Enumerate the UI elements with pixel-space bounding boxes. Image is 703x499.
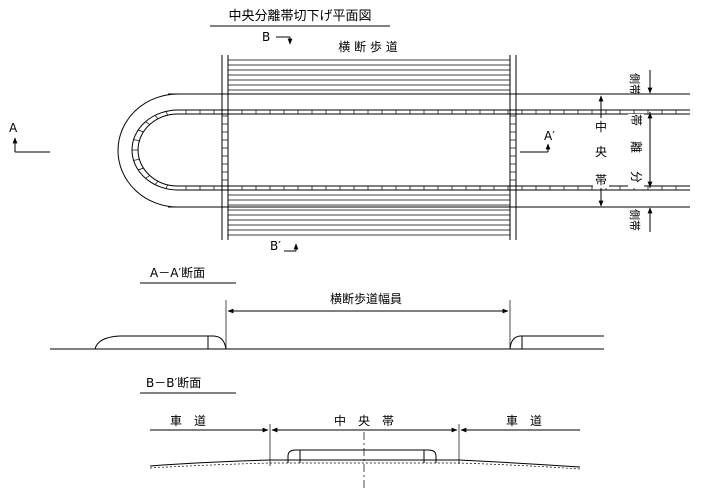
section-aa-curb-left xyxy=(94,335,227,350)
nose-tick xyxy=(165,184,168,189)
nose-tick xyxy=(154,180,159,185)
nose-tick xyxy=(138,129,144,133)
median-label-char-3: 帯 xyxy=(595,173,607,187)
section-aa-curb-right xyxy=(509,335,604,350)
separation-label-char-1: 帯 xyxy=(629,114,643,126)
nose-tick xyxy=(154,115,159,120)
section-bb-right-label: 車 道 xyxy=(506,414,542,428)
nose-tick xyxy=(138,167,144,171)
section-bb-title: B－B′断面 xyxy=(146,375,201,390)
separation-label-char-3: 分 xyxy=(629,171,643,183)
nose-ticks xyxy=(132,111,168,189)
nose-tick xyxy=(145,121,150,125)
section-aa-width-label-mask xyxy=(312,291,420,307)
section-bb-left-label: 車 道 xyxy=(170,414,206,428)
side-band-bottom-label: 側帯 xyxy=(628,209,641,231)
median-label-char-2: 央 xyxy=(595,145,607,159)
nose-tick xyxy=(133,139,140,142)
separation-label-char-2: 離 xyxy=(629,141,643,153)
plan-view: 横 断 歩 道 B B′ A A′ 中 央 帯 帯 離 分 xyxy=(9,30,690,253)
median-nose-outer xyxy=(117,93,179,208)
median-label-char-1: 中 xyxy=(595,119,607,134)
section-aa-title: A－A′断面 xyxy=(150,265,205,280)
side-band-top-label: 側帯 xyxy=(628,73,641,95)
section-bb-pavement xyxy=(149,462,581,470)
marker-b-prime-label: B′ xyxy=(270,239,281,253)
nose-tick xyxy=(145,175,150,179)
drawing-title: 中央分離帯切下げ平面図 xyxy=(228,9,371,24)
marker-a-label: A xyxy=(9,121,18,135)
separation-label-mask xyxy=(628,114,644,188)
section-aa-width-label: 横断歩道幅員 xyxy=(330,291,402,306)
section-bb-ground xyxy=(149,459,581,468)
median-label-mask xyxy=(593,118,609,188)
crosswalk-stripes xyxy=(222,59,516,236)
nose-tick xyxy=(165,111,168,116)
nose-tick xyxy=(133,158,140,161)
section-bb-median-block xyxy=(287,449,437,463)
curb-ticks xyxy=(185,110,677,190)
median-nose-middle xyxy=(131,109,179,191)
section-bb: B－B′断面 車 道 中 央 帯 車 道 xyxy=(140,375,581,490)
section-aa: A－A′断面 横断歩道幅員 xyxy=(50,265,604,350)
crosswalk-label: 横 断 歩 道 xyxy=(338,39,397,54)
section-bb-center-label: 中 央 帯 xyxy=(334,413,394,428)
median-nose-inner xyxy=(137,113,179,187)
marker-b-label: B xyxy=(262,30,270,44)
marker-a-prime-label: A′ xyxy=(544,129,555,143)
